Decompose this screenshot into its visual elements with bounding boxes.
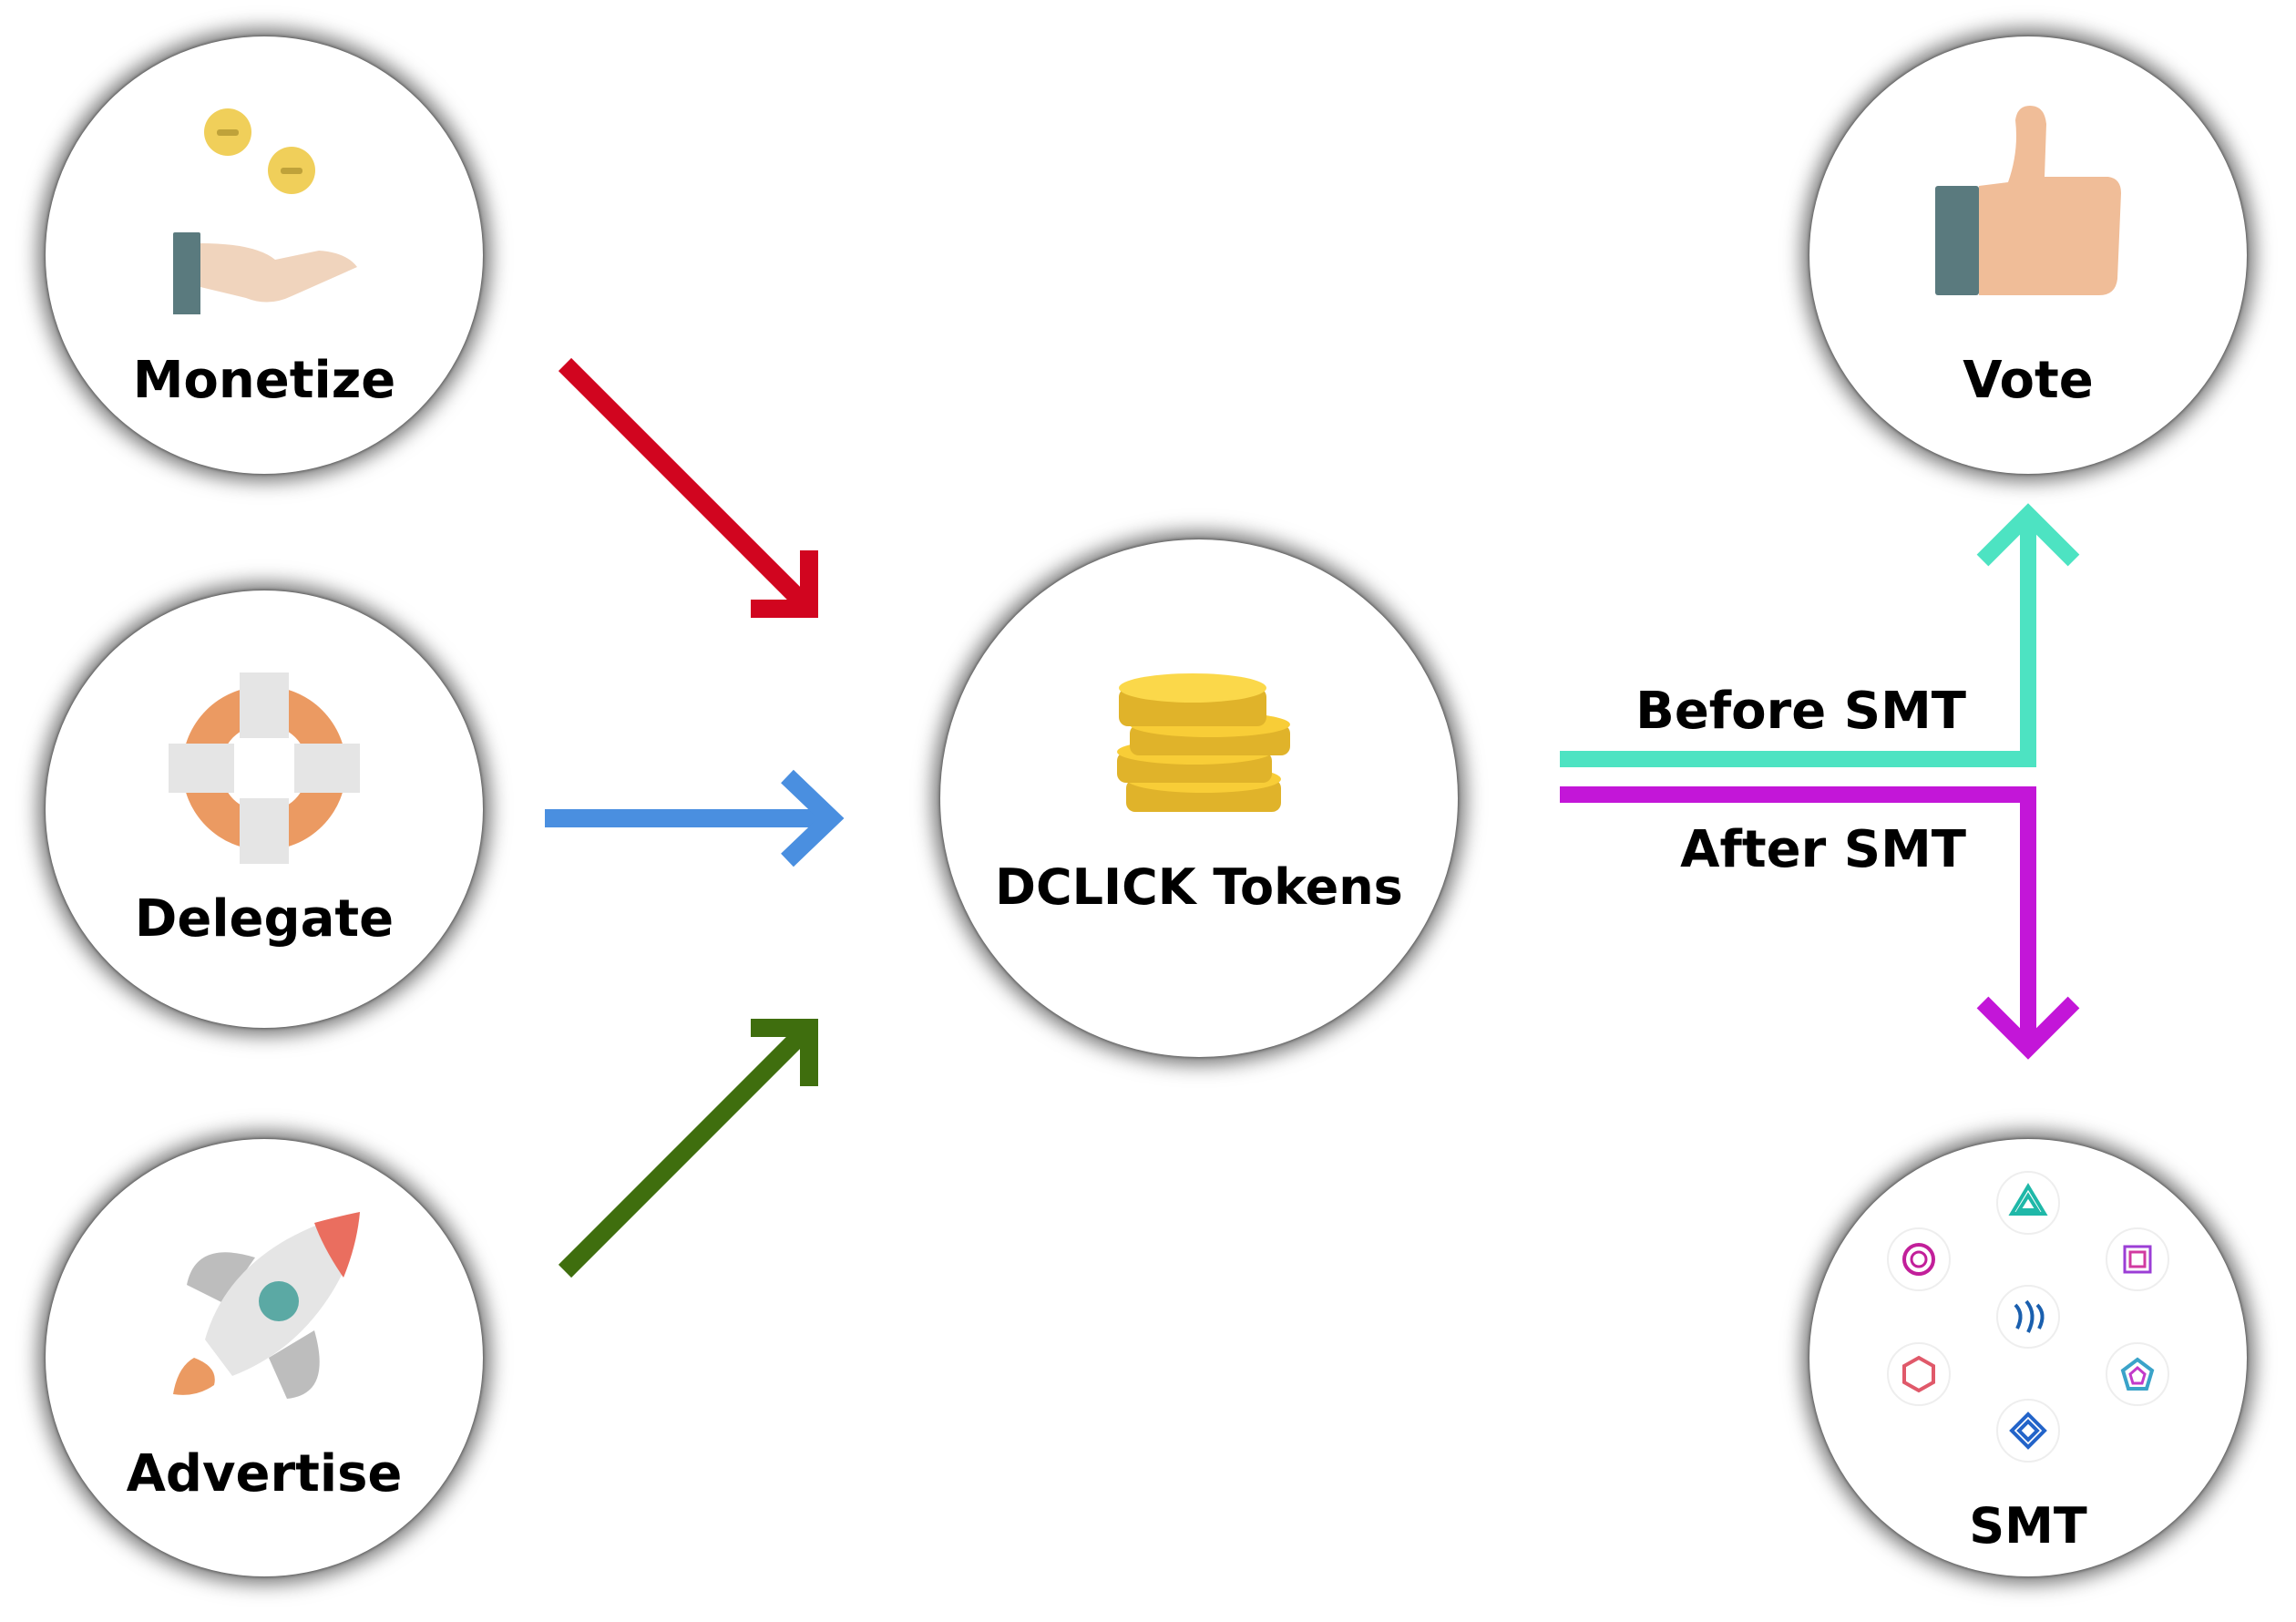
- smt-token-cluster-icon: [1887, 1171, 2169, 1463]
- hand-with-coins-icon: [173, 108, 357, 314]
- delegate-node: Delegate: [46, 590, 483, 1028]
- tokens-node: DCLICK Tokens: [940, 539, 1458, 1057]
- vote-node: Vote: [1809, 36, 2247, 474]
- monetize-arrow: [558, 357, 818, 618]
- before-smt-arrow: [1560, 503, 2080, 767]
- coin-stack-icon: [1117, 673, 1290, 812]
- thumbs-up-icon: [1935, 106, 2121, 295]
- monetize-label: Monetize: [132, 351, 396, 410]
- rocket-icon: [173, 1212, 360, 1399]
- before-smt-label: Before SMT: [1635, 682, 1966, 741]
- monetize-node: Monetize: [46, 36, 483, 474]
- delegate-label: Delegate: [134, 889, 395, 949]
- advertise-arrow: [558, 1019, 818, 1278]
- smt-node: SMT: [1809, 1139, 2247, 1576]
- delegate-arrow: [545, 769, 845, 867]
- smt-label: SMT: [1969, 1497, 2087, 1555]
- lifebuoy-icon: [169, 672, 360, 864]
- vote-label: Vote: [1963, 351, 2094, 410]
- advertise-label: Advertise: [126, 1444, 403, 1504]
- after-smt-arrow: [1560, 786, 2080, 1060]
- after-smt-label: After SMT: [1680, 820, 1966, 879]
- advertise-node: Advertise: [46, 1139, 483, 1576]
- tokens-label: DCLICK Tokens: [995, 858, 1403, 916]
